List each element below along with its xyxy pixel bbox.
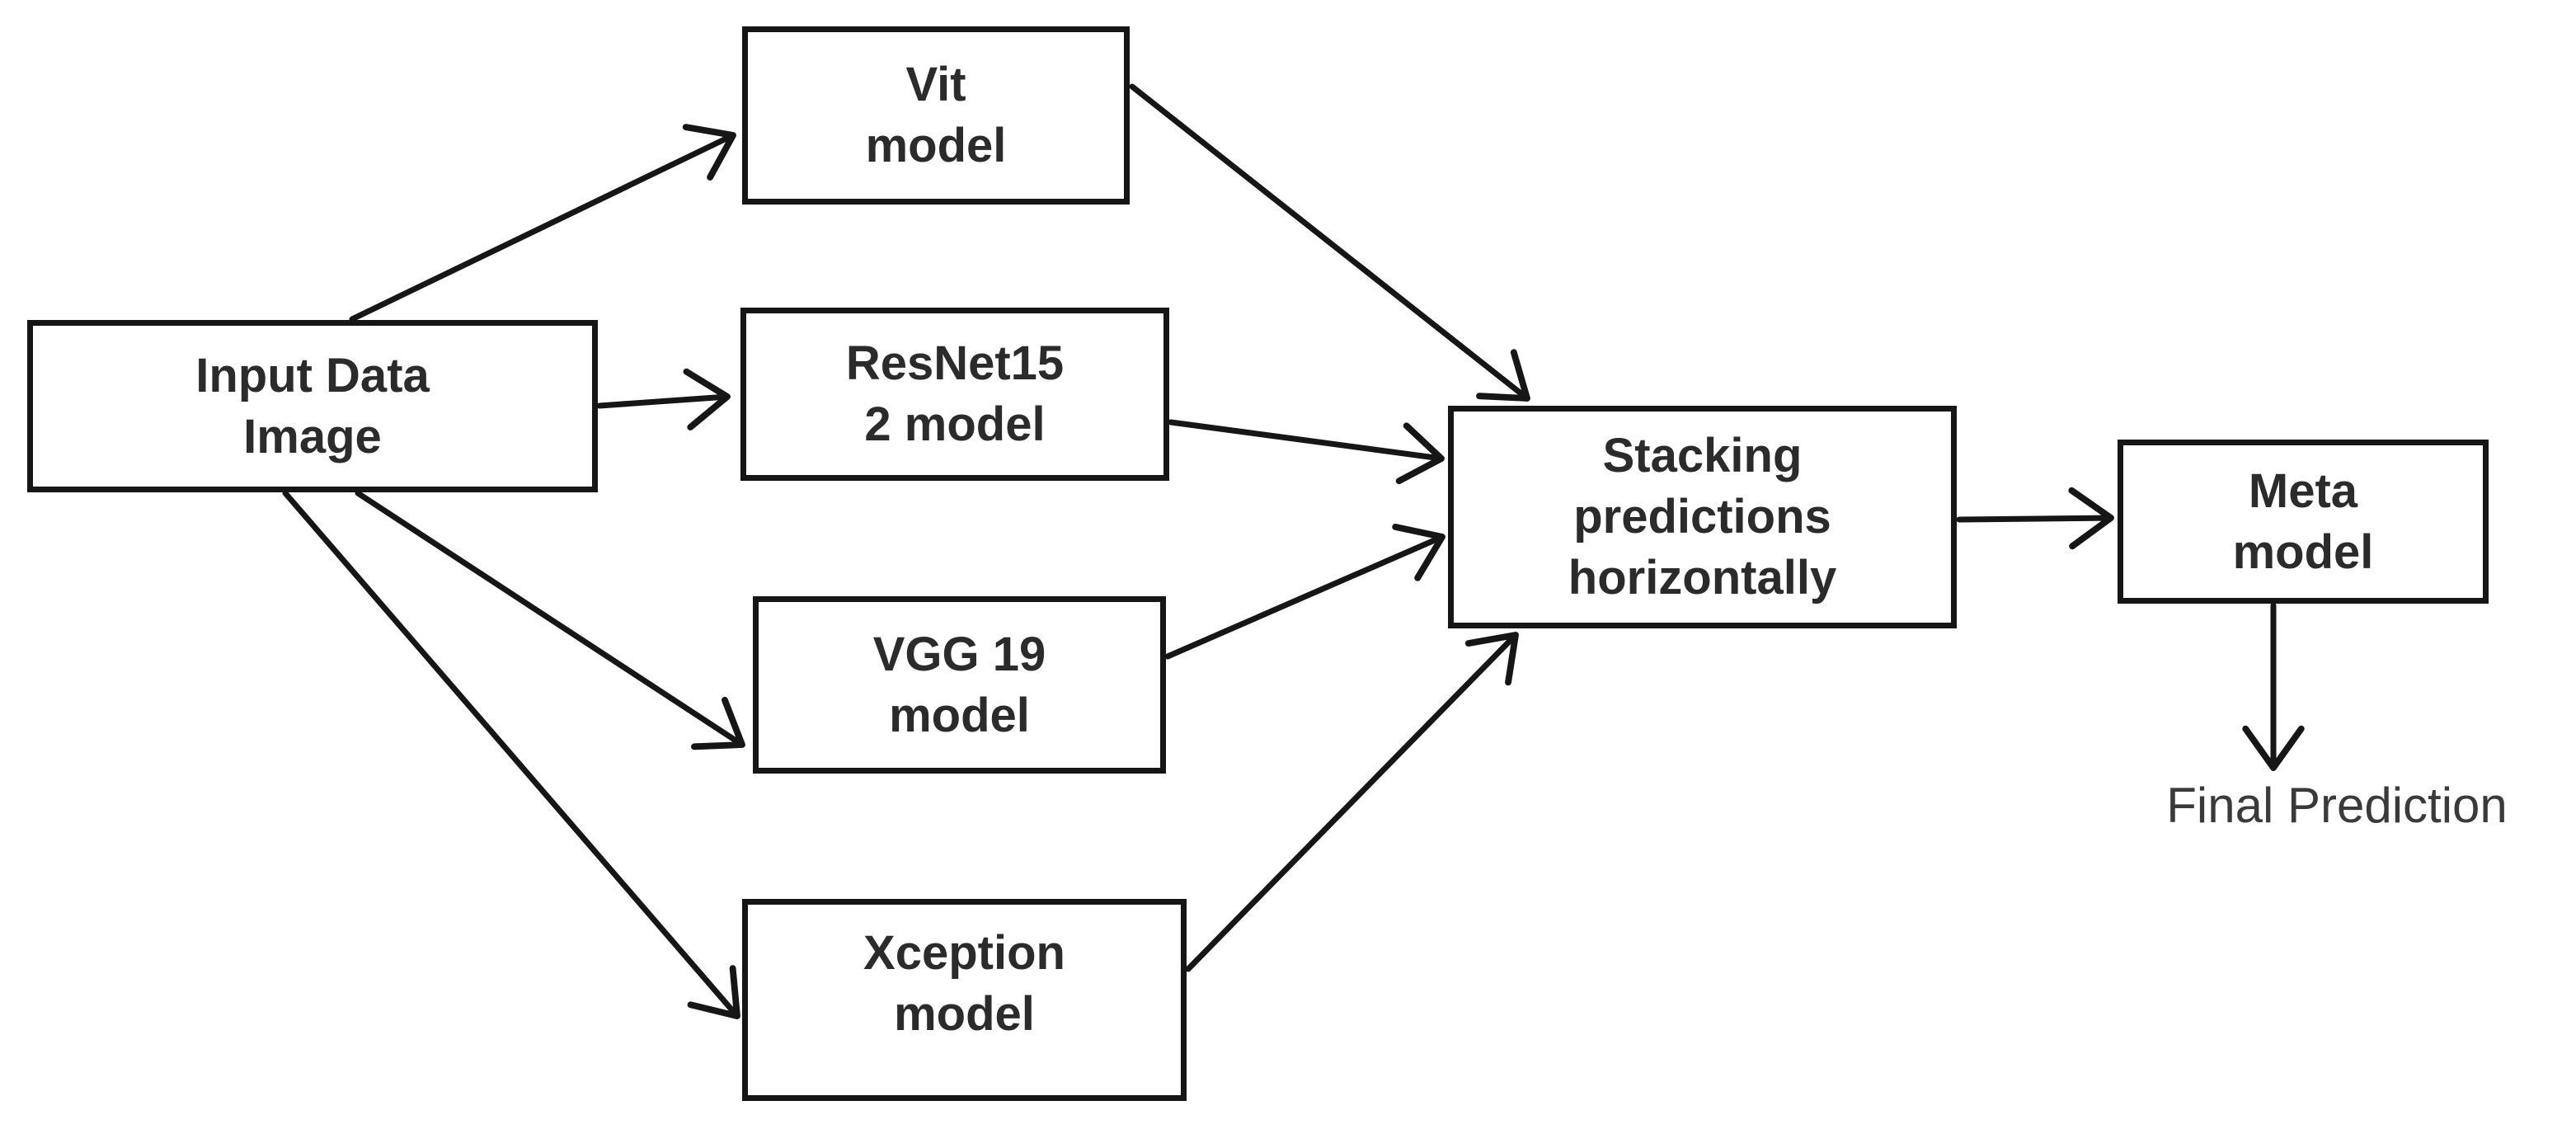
node-resnet152-model: ResNet15 2 model [740,308,1169,481]
arrow-input-to-vgg [355,490,745,750]
node-label-line: VGG 19 [872,627,1046,681]
node-vgg19-model: VGG 19 model [753,596,1166,774]
node-label-line: predictions [1573,490,1831,543]
node-vit-model: Vit model [742,26,1130,205]
node-label-line: Image [243,409,382,463]
node-label-line: Meta [2248,463,2358,518]
node-label-line: Input Data [195,348,430,402]
node-xception-model: Xception model [742,899,1187,1101]
arrow-input-to-resnet [596,368,731,430]
arrow-stacking-to-meta [1956,487,2114,550]
node-label-line: model [2232,525,2374,579]
arrow-xception-to-stacking [1185,632,1519,972]
node-label-line: model [865,119,1007,172]
node-meta-model: Meta model [2118,440,2489,604]
node-label-line: horizontally [1568,551,1837,604]
node-input-data-image: Input Data Image [27,320,598,492]
node-label-line: 2 model [864,398,1046,451]
arrow-vgg-to-stacking [1164,523,1445,660]
arrow-input-to-vit [349,124,736,322]
final-prediction-label: Final Prediction [2166,778,2508,833]
arrow-vit-to-stacking [1129,83,1530,402]
node-label-line: Stacking [1602,429,1803,482]
node-label-line: Vit [905,58,966,111]
node-label-line: ResNet15 [845,336,1065,390]
arrow-input-to-xception [282,490,740,1019]
node-stacking-predictions: Stacking predictions horizontally [1448,406,1957,628]
arrow-resnet-to-stacking [1168,419,1445,485]
node-label-line: model [889,688,1030,742]
node-label-line: model [894,986,1035,1041]
node-label-line: Xception [863,925,1065,980]
